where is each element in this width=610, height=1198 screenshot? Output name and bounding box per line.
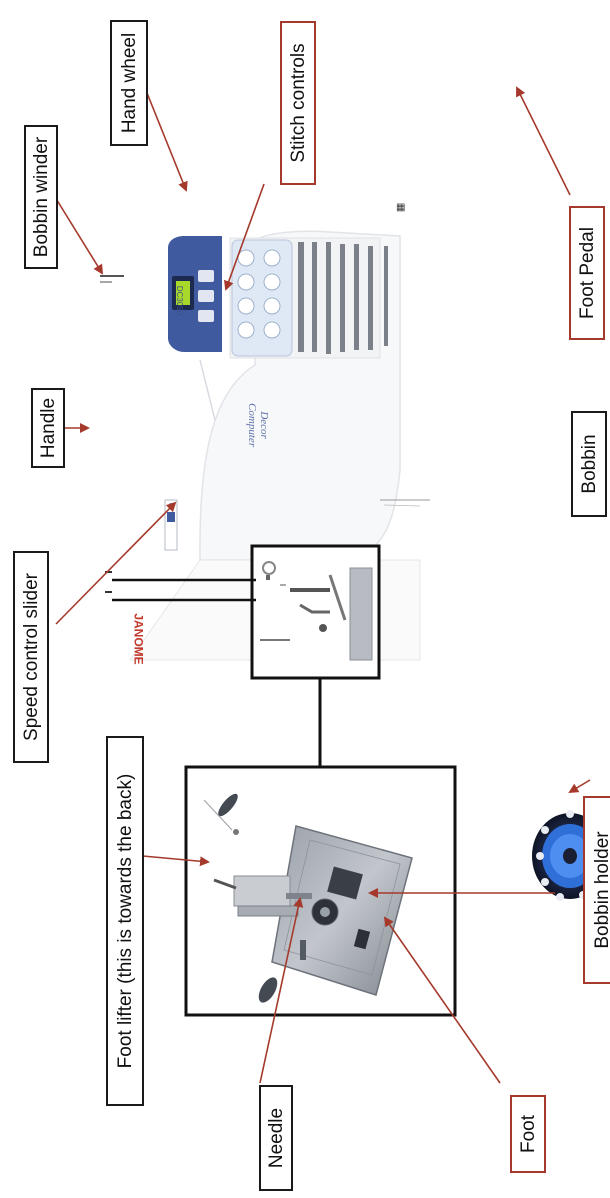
label-bobbin: Bobbin [571,411,607,517]
label-foot-lifter: Foot lifter (this is towards the back) [106,736,144,1106]
foot-area-inset [186,767,455,1015]
label-bobbin-holder: Bobbin holder [583,796,610,984]
model-line-1: Decor [258,411,270,439]
label-stitch-controls: Stitch controls [280,21,316,185]
model-line-2: Computer [246,403,258,447]
needle-area-inset [252,546,379,678]
label-foot-pedal: Foot Pedal [569,206,605,340]
svg-text:▦: ▦ [396,202,405,213]
label-hand-wheel: Hand wheel [110,20,148,146]
label-handle: Handle [31,388,65,468]
brand-logo-text: JANOME [132,613,146,664]
model-name: Decor Computer [246,403,270,447]
label-speed-control-slider: Speed control slider [13,551,49,763]
stitch-buttons [232,240,292,356]
model-code: DC3050 [175,286,184,315]
label-foot: Foot [510,1095,546,1173]
label-needle: Needle [259,1085,293,1191]
label-bobbin-winder: Bobbin winder [24,125,58,269]
